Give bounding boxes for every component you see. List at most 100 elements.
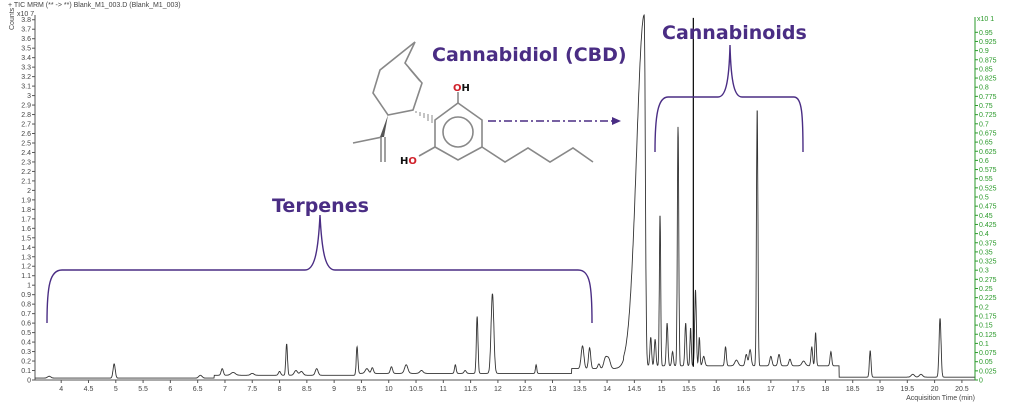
y2-tick-label: 0 — [979, 378, 983, 385]
y-tick-label: 2.2 — [21, 169, 31, 176]
y-tick-label: 2.8 — [21, 112, 31, 119]
y2-tick-label: 0.075 — [979, 350, 997, 357]
y2-tick-label: 0.8 — [979, 85, 989, 92]
y-tick-label: 3.5 — [21, 46, 31, 53]
y-tick-label: 1 — [27, 283, 31, 290]
x-tick-label: 7.5 — [247, 386, 257, 393]
y-tick-label: 1.6 — [21, 226, 31, 233]
y2-tick-label: 0.525 — [979, 185, 997, 192]
y-axis-multiplier: x10 7 — [17, 11, 34, 18]
y-tick-label: 0.9 — [21, 292, 31, 299]
y2-tick-label: 0.925 — [979, 39, 997, 46]
y-tick-label: 0.4 — [21, 340, 31, 347]
y2-tick-label: 0.825 — [979, 76, 997, 83]
y-tick-label: 1.9 — [21, 197, 31, 204]
chart-title: + TIC MRM (** -> **) Blank_M1_003.D (Bla… — [8, 2, 181, 9]
x-tick-label: 12.5 — [518, 386, 532, 393]
x-tick-label: 18.5 — [846, 386, 860, 393]
y-tick-label: 3 — [27, 93, 31, 100]
y2-tick-label: 0.475 — [979, 204, 997, 211]
y-tick-label: 1.4 — [21, 245, 31, 252]
x-axis-label: Acquisition Time (min) — [906, 395, 975, 402]
y2-tick-label: 0.575 — [979, 167, 997, 174]
y-tick-label: 0.6 — [21, 321, 31, 328]
y-tick-label: 2.3 — [21, 159, 31, 166]
y-tick-label: 1.8 — [21, 207, 31, 214]
y-tick-label: 3.4 — [21, 55, 31, 62]
y2-tick-label: 0.15 — [979, 323, 993, 330]
x-tick-label: 20 — [931, 386, 939, 393]
y-tick-label: 2.9 — [21, 103, 31, 110]
y2-tick-label: 0.625 — [979, 149, 997, 156]
x-tick-label: 5.5 — [138, 386, 148, 393]
y2-tick-label: 0.95 — [979, 30, 993, 37]
y2-tick-label: 0.275 — [979, 277, 997, 284]
y2-tick-label: 0.9 — [979, 48, 989, 55]
x-tick-label: 11.5 — [464, 386, 477, 393]
x-tick-label: 17 — [767, 386, 775, 393]
y-tick-label: 2.6 — [21, 131, 31, 138]
x-tick-label: 16.5 — [737, 386, 751, 393]
y2-tick-label: 0.025 — [979, 368, 997, 375]
terpenes-label: Terpenes — [272, 195, 369, 217]
x-tick-label: 13.5 — [573, 386, 587, 393]
y-tick-label: 3.1 — [21, 84, 31, 91]
y-tick-label: 3.3 — [21, 65, 31, 72]
y-tick-label: 0.1 — [21, 368, 31, 375]
y-tick-label: 3.6 — [21, 36, 31, 43]
x-tick-label: 4 — [59, 386, 63, 393]
x-tick-label: 8.5 — [302, 386, 312, 393]
cannabinoids-brace — [654, 44, 804, 153]
y2-tick-label: 0.875 — [979, 57, 997, 64]
cbd-label: Cannabidiol (CBD) — [432, 44, 627, 66]
cannabinoids-label: Cannabinoids — [662, 22, 807, 44]
y2-tick-label: 0.775 — [979, 94, 997, 101]
y2-tick-label: 0.325 — [979, 259, 997, 266]
y-tick-label: 1.1 — [21, 273, 31, 280]
x-tick-label: 9.5 — [357, 386, 367, 393]
arrow-head-icon — [612, 117, 621, 125]
y-tick-label: 2 — [27, 188, 31, 195]
y-tick-label: 0 — [27, 378, 31, 385]
y2-tick-label: 0.2 — [979, 304, 989, 311]
y2-tick-label: 0.65 — [979, 140, 993, 147]
y2-tick-label: 0.85 — [979, 66, 993, 73]
y-tick-label: 0.8 — [21, 302, 31, 309]
x-tick-label: 4.5 — [84, 386, 94, 393]
axes: 0 0.1 0.2 0.3 0.4 0.5 0.6 0.7 0.8 0.9 1 1.1 1.2 1.3 1.… — [21, 15, 997, 393]
y-tick-label: 1.2 — [21, 264, 31, 271]
y2-tick-label: 0.4 — [979, 231, 989, 238]
x-tick-label: 20.5 — [955, 386, 969, 393]
y2-tick-label: 0.7 — [979, 121, 989, 128]
y-tick-label: 1.3 — [21, 254, 31, 261]
x-tick-label: 18 — [822, 386, 830, 393]
y-tick-label: 0.7 — [21, 311, 31, 318]
y-tick-label: 3.7 — [21, 27, 31, 34]
x-tick-label: 10.5 — [409, 386, 423, 393]
y2-axis-multiplier: x10 1 — [977, 16, 994, 23]
x-tick-label: 9 — [332, 386, 336, 393]
y-tick-label: 3.8 — [21, 17, 31, 24]
x-tick-label: 6.5 — [193, 386, 203, 393]
y2-tick-label: 0.45 — [979, 213, 993, 220]
x-tick-label: 13 — [549, 386, 557, 393]
y-tick-label: 0.3 — [21, 349, 31, 356]
y2-tick-label: 0.375 — [979, 240, 997, 247]
x-tick-label: 7 — [223, 386, 227, 393]
y2-tick-label: 0.3 — [979, 268, 989, 275]
x-tick-label: 14 — [603, 386, 611, 393]
y2-tick-label: 0.25 — [979, 286, 993, 293]
x-tick-label: 15.5 — [682, 386, 696, 393]
x-tick-label: 8 — [278, 386, 282, 393]
y2-tick-label: 0.675 — [979, 130, 997, 137]
y2-tick-label: 0.175 — [979, 313, 997, 320]
y-tick-label: 2.7 — [21, 122, 31, 129]
x-tick-label: 5 — [114, 386, 118, 393]
y-tick-label: 0.2 — [21, 359, 31, 366]
cbd-molecule-structure — [352, 41, 594, 163]
y2-tick-label: 0.75 — [979, 103, 993, 110]
x-tick-label: 12 — [494, 386, 502, 393]
x-tick-label: 17.5 — [791, 386, 805, 393]
x-tick-label: 15 — [658, 386, 666, 393]
y-tick-label: 0.5 — [21, 330, 31, 337]
